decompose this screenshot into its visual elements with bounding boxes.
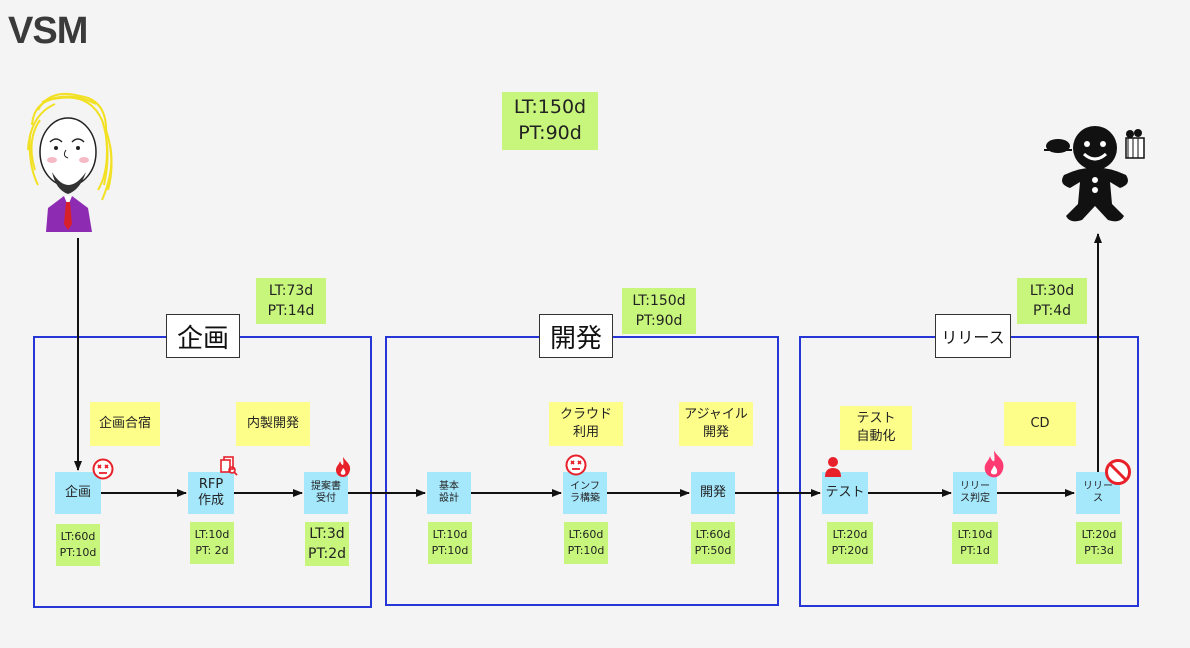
step-test: テスト xyxy=(822,472,868,514)
metrics-development: LT:60d PT:50d xyxy=(691,522,735,564)
step-release-judgment: リリー ス判定 xyxy=(953,472,997,514)
prohibited-icon xyxy=(1104,458,1132,486)
customer-avatar-icon xyxy=(20,90,120,235)
note-agile-dev: アジャイル 開発 xyxy=(679,402,753,446)
note-cloud-usage: クラウド 利用 xyxy=(549,402,623,446)
step-rfp: RFP 作成 xyxy=(188,472,234,514)
metrics-planning: LT:60d PT:10d xyxy=(56,524,100,566)
dizzy-face-icon xyxy=(565,454,587,476)
metrics-release: LT:20d PT:3d xyxy=(1076,522,1122,564)
note-planning-retreat: 企画合宿 xyxy=(90,402,160,446)
fire-icon xyxy=(334,456,352,478)
dizzy-face-icon xyxy=(92,458,114,480)
stage-label-planning: 企画 xyxy=(166,314,240,358)
gingerbread-customer-icon xyxy=(1040,120,1150,225)
metrics-basic-design: LT:10d PT:10d xyxy=(428,522,472,564)
stage-summary-development: LT:150d PT:90d xyxy=(622,288,696,334)
metrics-infra-build: LT:60d PT:10d xyxy=(564,522,608,564)
page-title: VSM xyxy=(8,10,88,52)
note-test-automation: テスト 自動化 xyxy=(840,406,912,450)
metrics-release-judgment: LT:10d PT:1d xyxy=(952,522,998,564)
stage-label-development: 開発 xyxy=(539,314,613,358)
metrics-rfp: LT:10d PT: 2d xyxy=(190,522,234,564)
document-search-icon xyxy=(220,456,238,476)
fire-icon xyxy=(982,448,1006,480)
note-inhouse-dev: 内製開発 xyxy=(236,402,310,446)
metrics-proposal-intake: LT:3d PT:2d xyxy=(305,522,349,566)
step-development: 開発 xyxy=(691,472,735,514)
stage-summary-planning: LT:73d PT:14d xyxy=(256,278,326,324)
stage-summary-release: LT:30d PT:4d xyxy=(1017,278,1087,324)
step-infra-build: インフ ラ構築 xyxy=(563,472,607,514)
step-planning: 企画 xyxy=(55,472,101,514)
total-summary: LT:150d PT:90d xyxy=(502,92,598,150)
note-cd: CD xyxy=(1004,402,1076,446)
stage-label-release: リリース xyxy=(935,314,1011,358)
person-icon xyxy=(824,456,842,478)
step-basic-design: 基本 設計 xyxy=(427,472,471,514)
metrics-test: LT:20d PT:20d xyxy=(827,522,873,564)
step-proposal-intake: 提案書 受付 xyxy=(304,472,348,514)
